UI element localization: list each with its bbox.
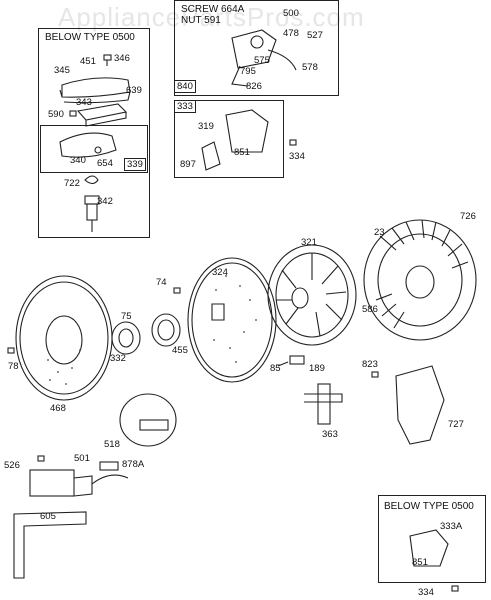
screw-part-590 (69, 110, 77, 117)
inner-box-339 (40, 125, 148, 173)
bracket-part-340 (59, 132, 117, 158)
spark-plug-part-342 (84, 195, 100, 232)
box-title-nut: NUT 591 (181, 15, 221, 26)
part-label-78: 78 (8, 361, 19, 372)
part-label-654: 654 (97, 158, 113, 169)
part-label-74: 74 (156, 277, 167, 288)
watermark: AppliancePartsPros.com (58, 2, 365, 32)
part-label-340: 340 (70, 155, 86, 166)
part-label-851a: 851 (234, 147, 250, 158)
part-label-451: 451 (80, 56, 96, 67)
box-title-top-left: BELOW TYPE 0500 (45, 32, 135, 43)
filter-part-343 (76, 103, 128, 127)
part-label-333A: 333A (440, 521, 463, 532)
part-label-639: 639 (126, 85, 142, 96)
part-label-334a: 334 (289, 151, 305, 162)
starter-cup-part-455 (151, 313, 181, 347)
part-label-897: 897 (180, 159, 196, 170)
screw-nut-box-840 (174, 0, 339, 96)
screw-part-823 (371, 371, 379, 378)
ignition-part-826 (231, 29, 297, 87)
screw-part-74 (173, 287, 181, 294)
module-part-319 (201, 109, 269, 171)
part-label-324: 324 (212, 267, 228, 278)
part-label-727: 727 (448, 419, 464, 430)
part-label-343: 343 (76, 97, 92, 108)
part-label-346: 346 (114, 53, 130, 64)
part-label-726: 726 (460, 211, 476, 222)
part-label-575: 575 (254, 55, 270, 66)
screw-part-334a (289, 139, 297, 146)
part-label-23: 23 (374, 227, 385, 238)
part-label-321: 321 (301, 237, 317, 248)
nut-part-332 (111, 321, 141, 355)
part-label-823: 823 (362, 359, 378, 370)
part-label-75: 75 (121, 311, 132, 322)
part-label-518: 518 (104, 439, 120, 450)
screw-part-526 (37, 455, 45, 462)
part-label-605: 605 (40, 511, 56, 522)
part-label-826: 826 (246, 81, 262, 92)
part-label-500: 500 (283, 8, 299, 19)
rectifier-part-501 (29, 469, 129, 497)
screen-part-321 (267, 244, 357, 346)
part-label-526: 526 (4, 460, 20, 471)
part-label-722: 722 (64, 178, 80, 189)
screw-part-346 (103, 54, 112, 66)
below-type-box-top-left (38, 28, 150, 238)
flywheel-part-726 (363, 219, 477, 341)
screw-part-334b (451, 585, 459, 592)
part-label-332: 332 (110, 353, 126, 364)
bracket-part-363 (304, 383, 343, 425)
rotating-screen-part-324 (187, 257, 277, 383)
switch-part-189 (277, 355, 305, 367)
box-title-bottom-right: BELOW TYPE 0500 (384, 501, 474, 512)
air-filter-cover-part (59, 77, 131, 104)
part-label-578: 578 (302, 62, 318, 73)
box-title-screw: SCREW 664A (181, 4, 245, 15)
part-label-527: 527 (307, 30, 323, 41)
module-box-333 (174, 100, 284, 178)
part-label-878A: 878A (122, 459, 145, 470)
part-label-189: 189 (309, 363, 325, 374)
part-label-501: 501 (74, 453, 90, 464)
part-label-586: 586 (362, 304, 378, 315)
module-part-333A (409, 529, 449, 567)
part-label-851b: 851 (412, 557, 428, 568)
starter-disc-part-468 (15, 275, 113, 401)
screw-part-78 (7, 347, 15, 354)
part-label-795: 795 (240, 66, 256, 77)
connector-part-878A (99, 461, 119, 471)
part-label-319: 319 (198, 121, 214, 132)
part-label-342: 342 (97, 196, 113, 207)
shield-part-727 (395, 365, 445, 445)
corner-label-840: 840 (174, 80, 196, 93)
corner-label-339: 339 (124, 158, 146, 171)
wire-harness-part-518 (119, 393, 177, 447)
part-label-345: 345 (54, 65, 70, 76)
part-label-85: 85 (270, 363, 281, 374)
part-label-478: 478 (283, 28, 299, 39)
spring-part-722 (84, 175, 99, 185)
part-label-468: 468 (50, 403, 66, 414)
part-label-590: 590 (48, 109, 64, 120)
below-type-box-bottom-right (378, 495, 486, 583)
bracket-part-605 (13, 511, 87, 579)
corner-label-333: 333 (174, 100, 196, 113)
part-label-363: 363 (322, 429, 338, 440)
part-label-455: 455 (172, 345, 188, 356)
part-label-334b: 334 (418, 587, 434, 598)
